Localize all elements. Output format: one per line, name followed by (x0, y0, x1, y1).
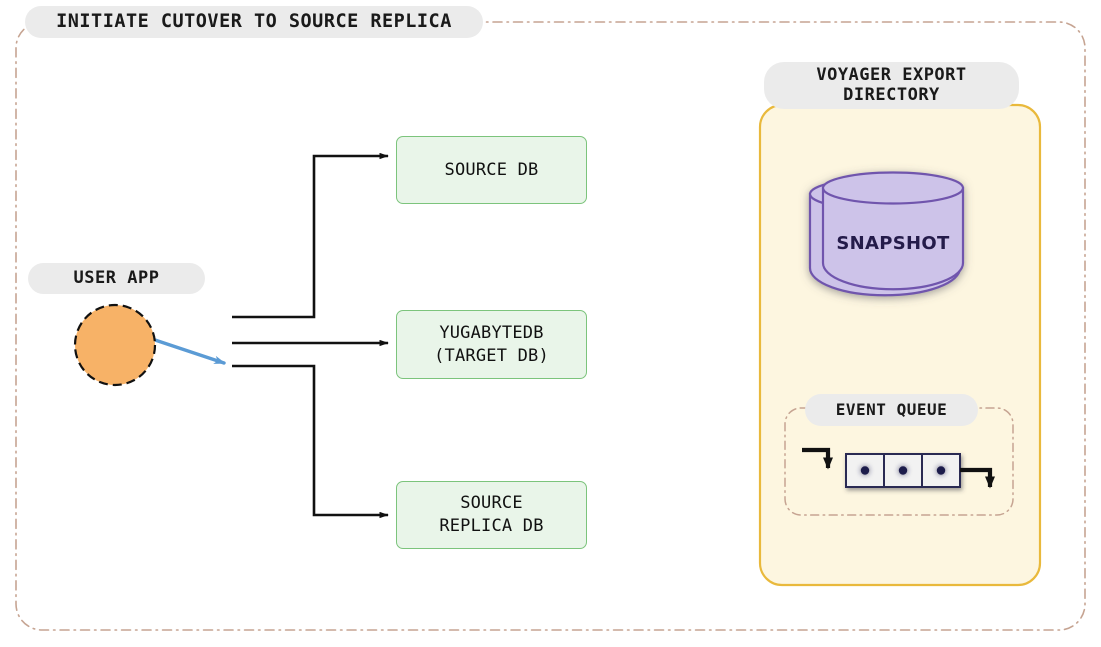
source-db-box[interactable]: SOURCE DB (396, 136, 587, 204)
snapshot-cylinder-front-top (821, 171, 965, 205)
yugabytedb-target-db-box[interactable]: YUGABYTEDB (TARGET DB) (396, 310, 587, 379)
event-queue-label: EVENT QUEUE (805, 394, 978, 426)
event-queue-cells (845, 453, 961, 488)
connector-user-app-to-source-db (232, 152, 389, 319)
queue-dot-3 (936, 466, 946, 475)
connector-user-app-active-link (153, 338, 226, 365)
voyager-export-directory-label: VOYAGER EXPORT DIRECTORY (764, 62, 1019, 109)
connector-user-app-to-source-replica-db (232, 364, 389, 519)
snapshot-cylinder-front-body (821, 186, 965, 291)
queue-dot-2 (898, 466, 908, 475)
user-app-circle[interactable] (73, 303, 157, 387)
page-title: INITIATE CUTOVER TO SOURCE REPLICA (25, 6, 483, 38)
dequeue-arrow (960, 467, 995, 489)
enqueue-arrow (802, 447, 833, 470)
source-replica-db-box[interactable]: SOURCE REPLICA DB (396, 481, 587, 549)
queue-dot-1 (860, 466, 870, 475)
user-app-label: USER APP (28, 263, 205, 294)
event-queue-dots (860, 466, 946, 475)
snapshot-cylinder[interactable] (808, 171, 965, 297)
